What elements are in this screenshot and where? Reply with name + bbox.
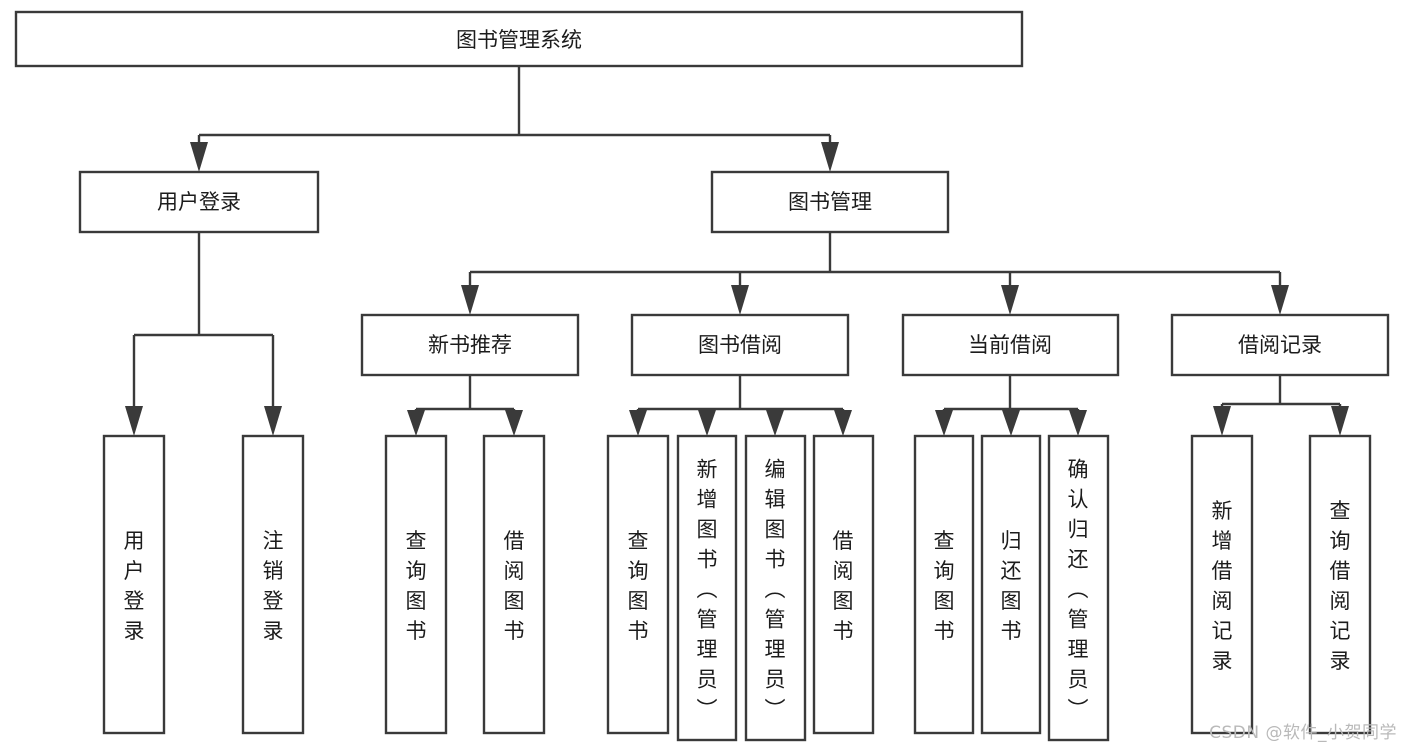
- node-leaf-edit-book-label: 编辑图书︵管理员︶: [765, 457, 786, 721]
- arrowhead-leaf-add-record: [1213, 406, 1231, 436]
- leaf-layer: 用户登录 注销登录 查询图书 借阅图书 查询图书 新增图书︵管理员︶: [102, 434, 1372, 742]
- node-borrow-record-label: 借阅记录: [1238, 333, 1322, 357]
- arrowhead-leaf-user-login: [125, 406, 143, 436]
- node-user-login-label: 用户登录: [157, 190, 241, 214]
- node-leaf-confirm-return-box[interactable]: [1047, 434, 1110, 742]
- node-book-borrow[interactable]: 图书借阅: [630, 313, 850, 377]
- arrowhead-leaf-add-book: [698, 410, 716, 436]
- node-root-box[interactable]: [14, 10, 1024, 68]
- node-leaf-add-book[interactable]: 新增图书︵管理员︶: [676, 434, 738, 742]
- connector-layer: [125, 66, 1349, 436]
- node-leaf-borrow-book-2-label: 借阅图书: [833, 529, 854, 643]
- node-leaf-edit-book[interactable]: 编辑图书︵管理员︶: [744, 434, 807, 742]
- arrowhead-book-borrow: [731, 285, 749, 315]
- arrowhead-leaf-return-book: [1002, 410, 1020, 436]
- node-current-borrow-box[interactable]: [901, 313, 1120, 377]
- arrowhead-book-manage: [821, 142, 839, 172]
- node-leaf-query-book-3-label: 查询图书: [934, 529, 955, 643]
- node-leaf-query-book-3[interactable]: 查询图书: [913, 434, 975, 735]
- node-leaf-borrow-book-1-box[interactable]: [482, 434, 546, 735]
- node-root[interactable]: 图书管理系统: [14, 10, 1024, 68]
- node-leaf-borrow-book-1-label: 借阅图书: [504, 529, 525, 643]
- node-current-borrow[interactable]: 当前借阅: [901, 313, 1120, 377]
- arrowhead-leaf-query-book-2: [629, 410, 647, 436]
- node-current-borrow-label: 当前借阅: [968, 333, 1052, 357]
- arrowhead-leaf-query-book-1: [407, 410, 425, 436]
- node-new-book-rec-box[interactable]: [360, 313, 580, 377]
- node-leaf-query-record-box[interactable]: [1308, 434, 1372, 735]
- node-leaf-query-record[interactable]: 查询借阅记录: [1308, 434, 1372, 735]
- node-leaf-query-book-2-label: 查询图书: [628, 529, 649, 643]
- node-leaf-return-book[interactable]: 归还图书: [980, 434, 1042, 735]
- node-leaf-logout-box[interactable]: [241, 434, 305, 735]
- node-book-manage-label: 图书管理: [788, 190, 872, 214]
- arrowhead-leaf-edit-book: [766, 410, 784, 436]
- arrowhead-new-book-rec: [461, 285, 479, 315]
- arrowhead-leaf-logout: [264, 406, 282, 436]
- node-user-login-box[interactable]: [78, 170, 320, 234]
- arrowhead-leaf-borrow-book-2: [834, 410, 852, 436]
- node-root-label: 图书管理系统: [456, 28, 582, 52]
- node-leaf-borrow-book-2-box[interactable]: [812, 434, 875, 735]
- arrowhead-borrow-record: [1271, 285, 1289, 315]
- node-leaf-user-login-label: 用户登录: [124, 529, 145, 643]
- node-leaf-query-book-2-box[interactable]: [606, 434, 670, 735]
- node-user-login[interactable]: 用户登录: [78, 170, 320, 234]
- node-book-manage-box[interactable]: [710, 170, 950, 234]
- node-new-book-rec[interactable]: 新书推荐: [360, 313, 580, 377]
- node-borrow-record-box[interactable]: [1170, 313, 1390, 377]
- node-leaf-return-book-label: 归还图书: [1001, 529, 1022, 643]
- node-leaf-query-book-2[interactable]: 查询图书: [606, 434, 670, 735]
- node-leaf-add-book-box[interactable]: [676, 434, 738, 742]
- node-leaf-query-record-label: 查询借阅记录: [1330, 499, 1351, 673]
- node-leaf-user-login-box[interactable]: [102, 434, 166, 735]
- node-leaf-edit-book-box[interactable]: [744, 434, 807, 742]
- node-leaf-query-book-3-box[interactable]: [913, 434, 975, 735]
- node-new-book-rec-label: 新书推荐: [428, 333, 512, 357]
- node-leaf-user-login[interactable]: 用户登录: [102, 434, 166, 735]
- node-leaf-confirm-return-label: 确认归还︵管理员︶: [1068, 457, 1089, 721]
- node-leaf-add-record-label: 新增借阅记录: [1212, 499, 1233, 673]
- node-leaf-borrow-book-2[interactable]: 借阅图书: [812, 434, 875, 735]
- node-leaf-logout-label: 注销登录: [263, 529, 284, 643]
- node-leaf-query-book-1-box[interactable]: [384, 434, 448, 735]
- arrowhead-current-borrow: [1001, 285, 1019, 315]
- node-leaf-return-book-box[interactable]: [980, 434, 1042, 735]
- node-book-borrow-label: 图书借阅: [698, 333, 782, 357]
- node-leaf-borrow-book-1[interactable]: 借阅图书: [482, 434, 546, 735]
- arrowhead-leaf-query-record: [1331, 406, 1349, 436]
- node-book-borrow-box[interactable]: [630, 313, 850, 377]
- node-leaf-add-record-box[interactable]: [1190, 434, 1254, 735]
- arrowhead-leaf-borrow-book-1: [505, 410, 523, 436]
- node-leaf-query-book-1[interactable]: 查询图书: [384, 434, 448, 735]
- node-leaf-confirm-return[interactable]: 确认归还︵管理员︶: [1047, 434, 1110, 742]
- node-book-manage[interactable]: 图书管理: [710, 170, 950, 234]
- arrowhead-leaf-query-book-3: [935, 410, 953, 436]
- node-leaf-add-book-label: 新增图书︵管理员︶: [697, 457, 718, 721]
- arrowhead-user-login: [190, 142, 208, 172]
- arrowhead-leaf-confirm-return: [1069, 410, 1087, 436]
- node-leaf-add-record[interactable]: 新增借阅记录: [1190, 434, 1254, 735]
- node-borrow-record[interactable]: 借阅记录: [1170, 313, 1390, 377]
- node-leaf-query-book-1-label: 查询图书: [406, 529, 427, 643]
- node-leaf-logout[interactable]: 注销登录: [241, 434, 305, 735]
